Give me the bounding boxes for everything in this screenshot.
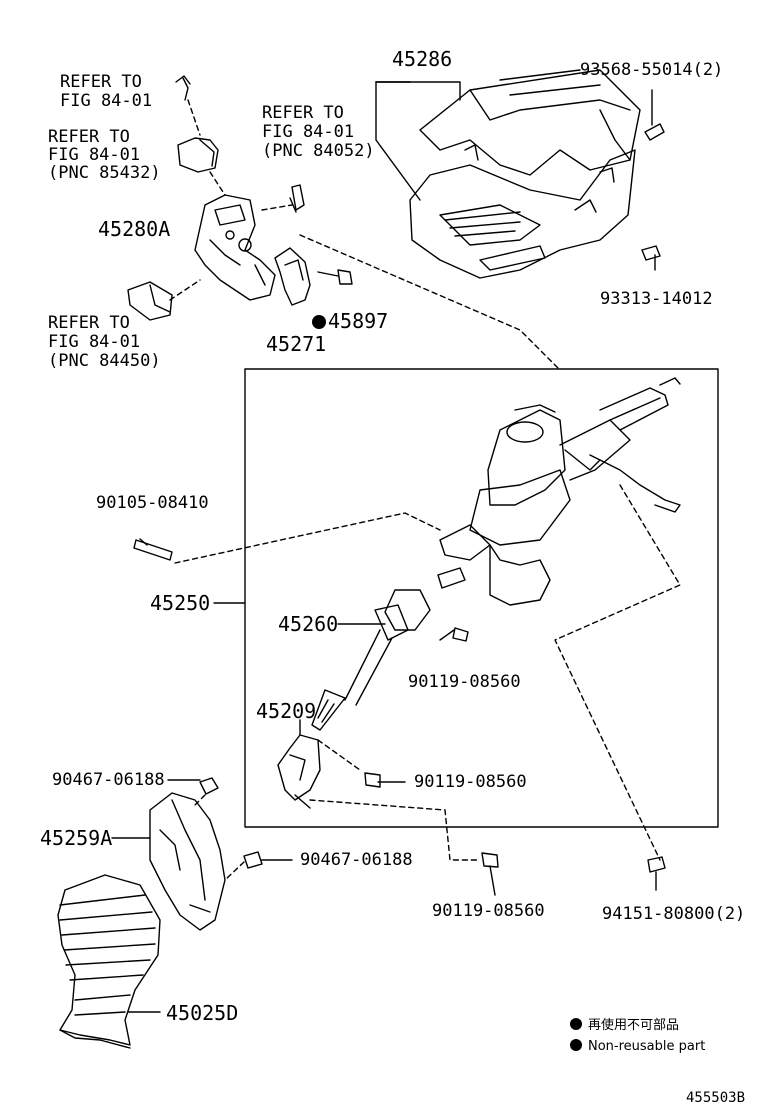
part-90119-a[interactable]: 90119-08560	[408, 672, 521, 692]
screw-93568-drawing	[644, 89, 665, 141]
ref2-line2: FIG 84-01	[48, 145, 141, 165]
clip-90467a-drawing	[199, 777, 219, 795]
clip-90467b-drawing	[243, 851, 263, 869]
bolt-90119c-drawing	[481, 852, 499, 896]
ref3-line3: (PNC 84052)	[262, 141, 375, 161]
legend-en: Non-reusable part	[570, 1039, 705, 1055]
column-cover-drawing	[409, 69, 641, 279]
ref2-line1: REFER TO	[48, 127, 130, 147]
intermediate-shaft-45260-drawing	[311, 589, 431, 731]
clamp-45271-drawing	[274, 247, 311, 306]
legend-dot-icon	[570, 1018, 582, 1030]
part-45250[interactable]: 45250	[150, 591, 211, 615]
ref-part-transponder	[127, 281, 173, 321]
joint-45209-drawing	[277, 734, 321, 809]
ref4-line2: FIG 84-01	[48, 332, 141, 352]
part-45897[interactable]: 45897	[312, 310, 388, 332]
non-reusable-marker	[312, 315, 326, 329]
part-90105[interactable]: 90105-08410	[96, 493, 209, 513]
ref-part-sensor	[289, 184, 305, 213]
steering-column-drawing	[437, 377, 681, 606]
part-93568[interactable]: 93568-55014(2)	[580, 60, 724, 80]
bolt-90119a-drawing	[452, 627, 469, 642]
ref4-line1: REFER TO	[48, 313, 130, 333]
bolt-45897-drawing	[317, 269, 353, 285]
part-90119-c[interactable]: 90119-08560	[432, 901, 545, 921]
assembly-box	[244, 368, 719, 828]
part-93313[interactable]: 93313-14012	[600, 289, 713, 309]
screw-93313-drawing	[641, 245, 661, 271]
part-90467-a[interactable]: 90467-06188	[52, 770, 165, 790]
part-90119-b[interactable]: 90119-08560	[414, 772, 527, 792]
legend-jp: 再使用不可部品	[570, 1018, 679, 1034]
part-45271[interactable]: 45271	[266, 332, 327, 356]
bolt-90105-drawing	[133, 538, 173, 561]
ref2-line3: (PNC 85432)	[48, 163, 161, 183]
part-94151[interactable]: 94151-80800(2)	[602, 904, 746, 924]
bolt-94151-drawing	[647, 856, 666, 891]
part-45209[interactable]: 45209	[256, 699, 317, 723]
diagram-code: 455503B	[686, 1090, 746, 1106]
part-45286[interactable]: 45286	[392, 47, 453, 71]
ref-part-switch	[177, 137, 219, 173]
ref3-line2: FIG 84-01	[262, 122, 355, 142]
part-45260[interactable]: 45260	[278, 612, 339, 636]
part-90467-b[interactable]: 90467-06188	[300, 850, 413, 870]
ref3-line1: REFER TO	[262, 103, 344, 123]
bolt-90119b-drawing	[364, 772, 381, 788]
boot-45025D-drawing	[57, 874, 161, 1049]
ref-part-small-bolt	[175, 75, 191, 101]
legend-dot-icon	[570, 1039, 582, 1051]
part-45025D[interactable]: 45025D	[166, 1001, 239, 1025]
ref1-line1: REFER TO	[60, 72, 142, 92]
part-45280A[interactable]: 45280A	[98, 217, 171, 241]
lock-housing-drawing	[194, 194, 276, 301]
part-45259A[interactable]: 45259A	[40, 826, 113, 850]
ref1-line2: FIG 84-01	[60, 91, 153, 111]
ref4-line3: (PNC 84450)	[48, 351, 161, 371]
cover-45259A-drawing	[149, 792, 226, 931]
